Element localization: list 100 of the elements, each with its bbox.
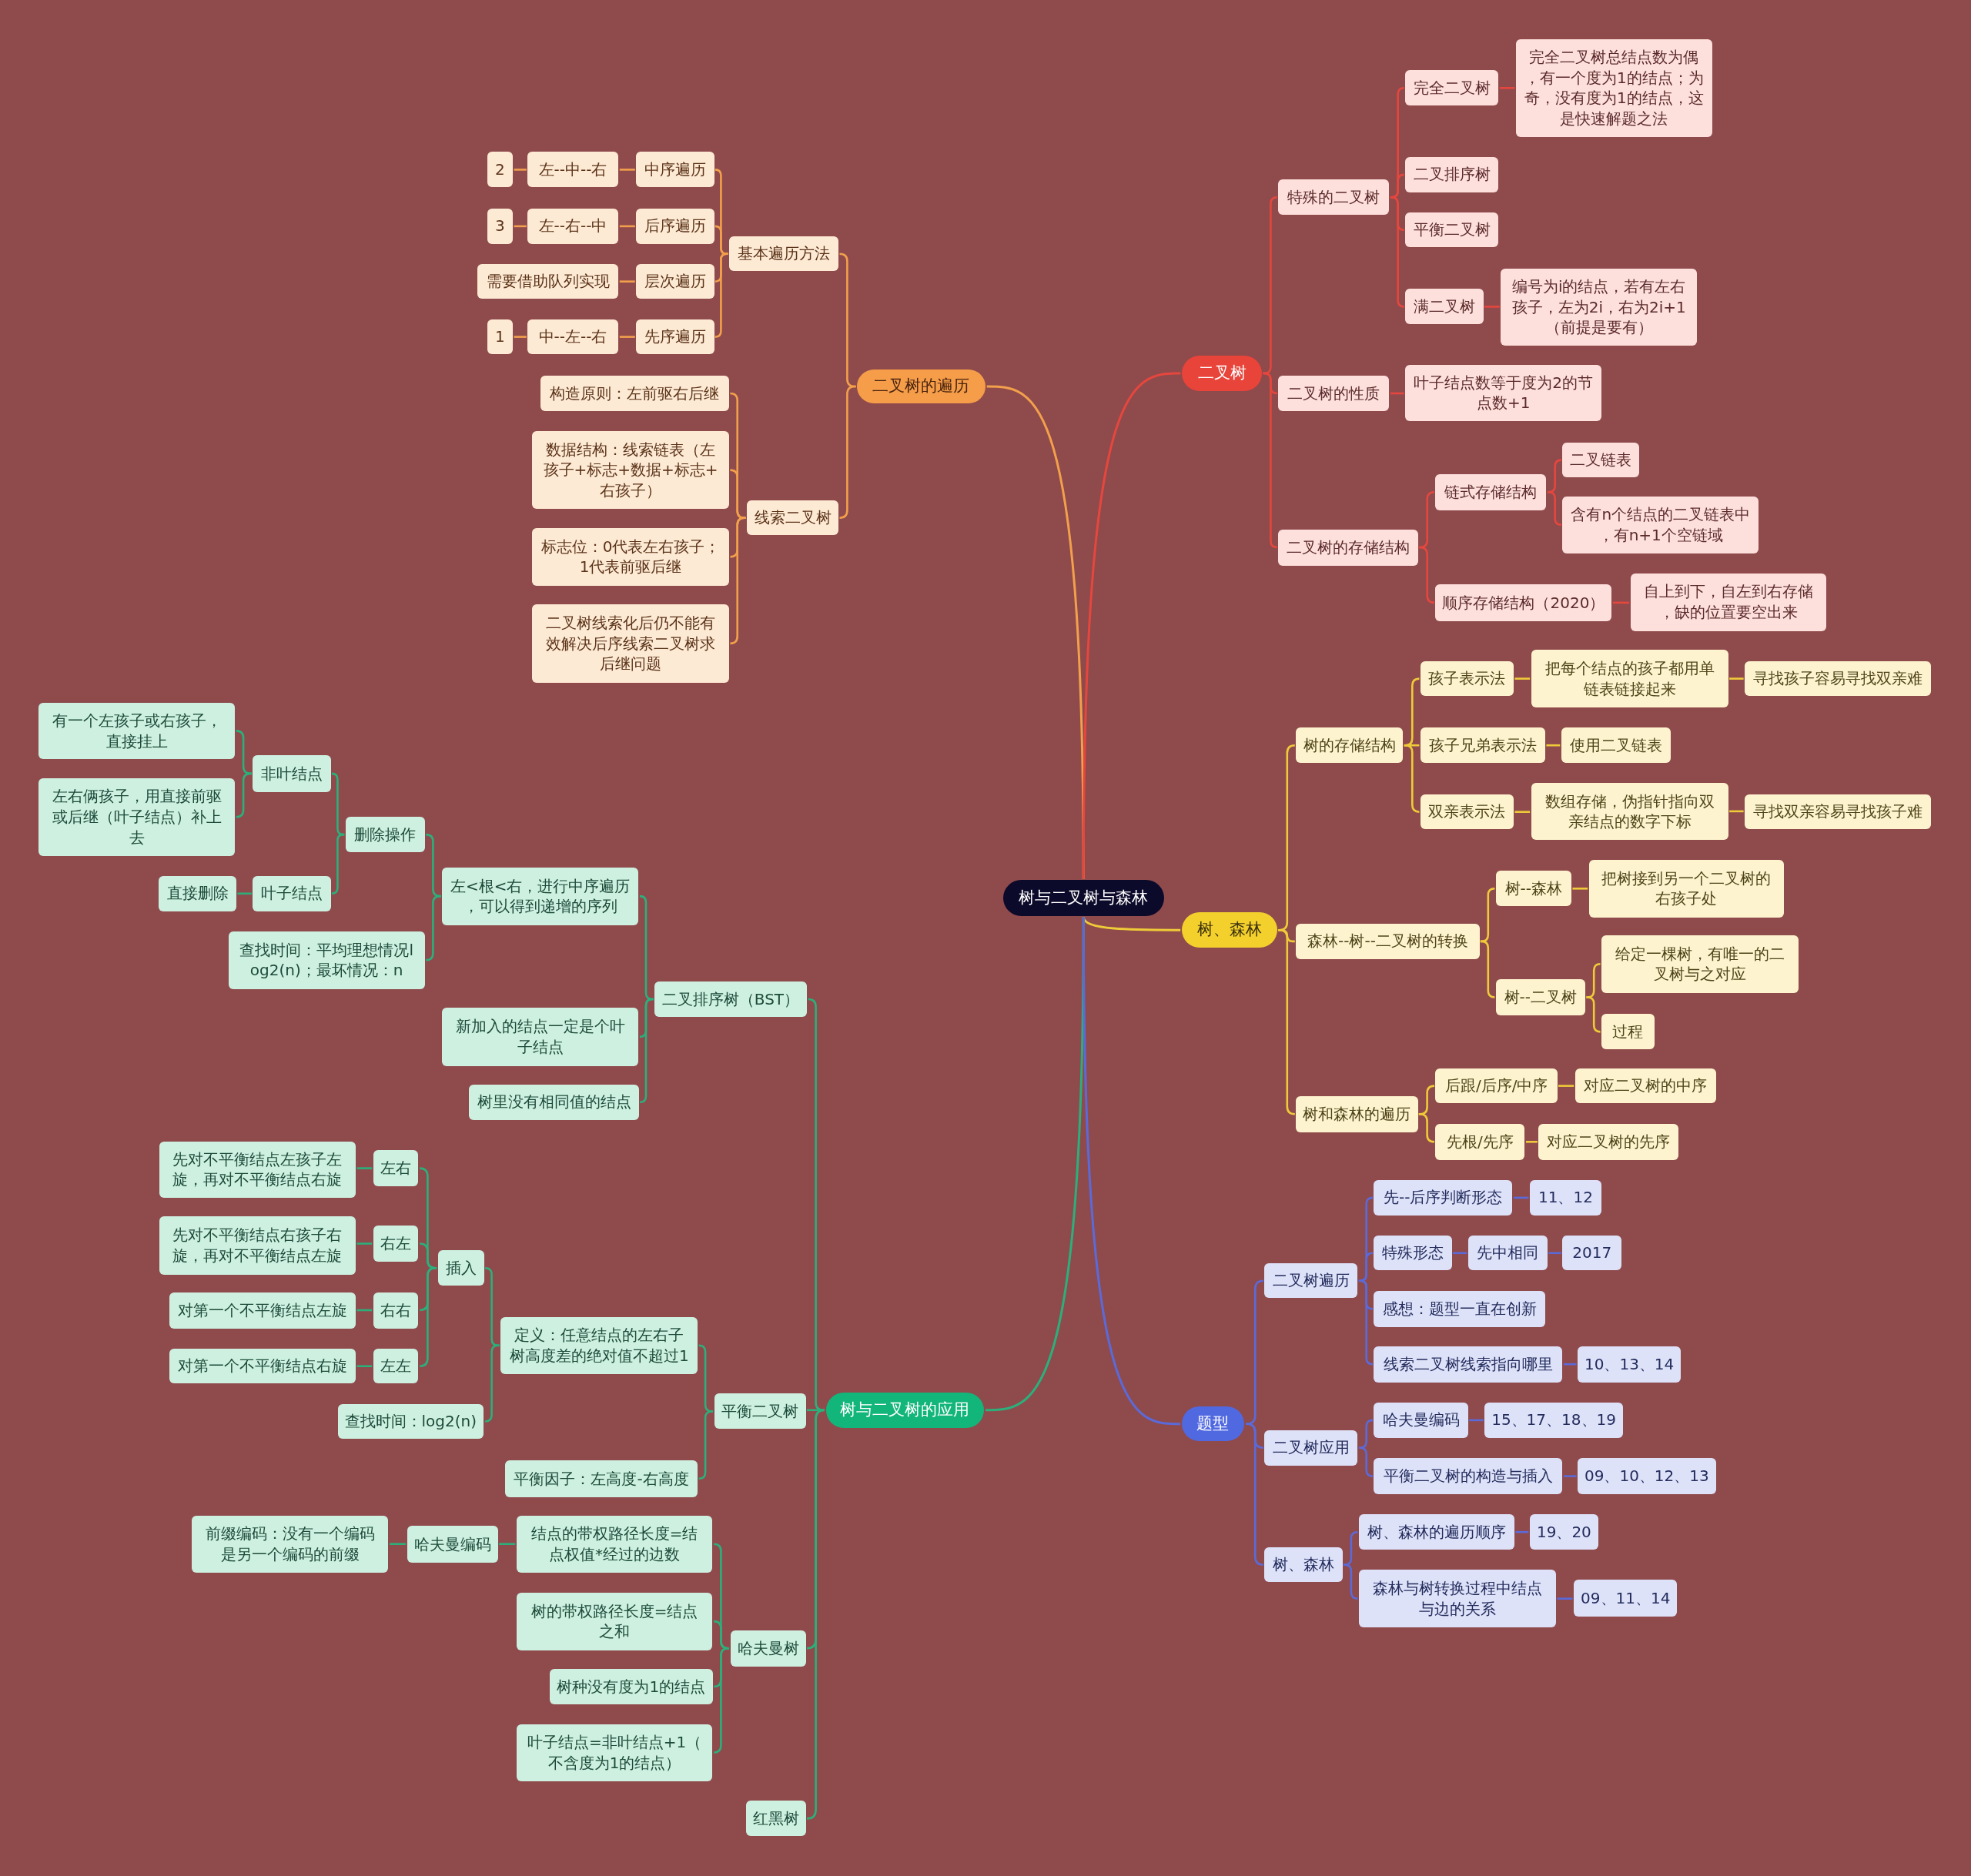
connector-line	[619, 336, 635, 338]
connector-line	[356, 1309, 373, 1312]
topic-box: 先--后序判断形态	[1374, 1179, 1513, 1216]
connector-line	[619, 169, 635, 171]
topic-box: 树和森林的遍历	[1296, 1095, 1418, 1133]
topic-box: 09、11、14	[1574, 1580, 1678, 1617]
connector-line	[356, 1365, 373, 1367]
connector-line	[714, 225, 728, 256]
topic-box: 层次遍历	[636, 263, 714, 299]
topic-box: 先对不平衡结点右孩子右旋，再对不平衡结点左旋	[159, 1216, 356, 1275]
topic-box: 树、森林的遍历顺序	[1358, 1514, 1515, 1550]
connector-line	[1729, 677, 1744, 680]
connector-line	[729, 517, 746, 645]
topic-box: 二叉排序树	[1405, 156, 1499, 192]
connector-line	[714, 252, 728, 338]
topic-box: 有一个左孩子或右孩子，直接挂上	[38, 702, 235, 760]
connector-line	[484, 1344, 500, 1423]
topic-box: 左左	[373, 1348, 419, 1384]
connector-line	[619, 280, 635, 283]
connector-line	[1404, 744, 1421, 813]
connector-line	[1558, 1085, 1574, 1087]
topic-box: 寻找孩子容易寻找双亲难	[1745, 660, 1931, 697]
connector-line	[1245, 1423, 1265, 1566]
topic-box: 基本遍历方法	[728, 236, 838, 272]
connector-line	[1480, 888, 1496, 943]
connector-line	[1729, 810, 1744, 813]
connector-line	[1557, 1597, 1573, 1600]
connector-line	[1546, 744, 1561, 747]
topic-box: 森林与树转换过程中结点与边的关系	[1358, 1570, 1557, 1628]
topic-box: 数据结构：线索链表（左孩子+标志+数据+标志+右孩子）	[531, 431, 730, 510]
topic-box: 使用二叉链表	[1561, 727, 1671, 763]
connector-line	[1526, 1141, 1538, 1143]
topic-box: 构造原则：左前驱右后继	[540, 376, 729, 411]
topic-box: 二叉树的存储结构	[1278, 529, 1418, 566]
topic-box: 把每个结点的孩子都用单链表链接起来	[1531, 650, 1728, 708]
topic-box: 3	[487, 208, 513, 244]
topic-box: 叶子结点	[253, 875, 331, 911]
topic-box: 特殊的二叉树	[1278, 179, 1390, 215]
topic-box: 后序遍历	[636, 208, 714, 244]
topic-box: 左右	[373, 1150, 419, 1187]
topic-box: 树的带权路径长度=结点之和	[516, 1592, 713, 1650]
connector-line	[712, 1647, 730, 1754]
connector-line	[638, 895, 654, 1001]
topic-box: 09、10、12、13	[1577, 1458, 1716, 1495]
topic-box: 对应二叉树的先序	[1538, 1123, 1678, 1161]
topic-box: 树的存储结构	[1296, 727, 1403, 763]
connector-line	[235, 772, 252, 818]
topic-box: 后跟/后序/中序	[1435, 1068, 1558, 1104]
connector-line	[1480, 940, 1496, 998]
topic-box: 先中相同	[1467, 1235, 1548, 1271]
topic-box: 查找时间：log2(n)	[337, 1403, 484, 1440]
connector-line	[698, 1410, 714, 1480]
topic-box: 直接删除	[158, 875, 237, 911]
topic-box: 红黑树	[745, 1801, 806, 1837]
topic-box: 左--右--中	[527, 208, 618, 244]
connector-line	[1514, 677, 1531, 680]
topic-box: 孩子表示法	[1420, 660, 1514, 697]
topic-box: 数组存储，伪指针指向双亲结点的数字下标	[1531, 783, 1728, 840]
topic-box: 插入	[437, 1250, 484, 1286]
connector-line	[418, 1267, 437, 1367]
topic-box: 对第一个不平衡结点右旋	[169, 1348, 356, 1384]
topic-box: 顺序存储结构（2020）	[1435, 584, 1612, 621]
connector-line	[1572, 888, 1588, 890]
topic-box: 平衡二叉树的构造与插入	[1374, 1458, 1563, 1495]
connector-line	[619, 225, 635, 228]
topic-box: 定义：任意结点的左右子树高度差的绝对值不超过1	[500, 1317, 698, 1374]
connector-line	[838, 252, 856, 388]
connector-line	[1469, 1419, 1484, 1422]
topic-box: 孩子兄弟表示法	[1420, 727, 1545, 763]
connector-line	[1564, 1475, 1577, 1477]
connector-line	[330, 833, 345, 895]
topic-box: 对第一个不平衡结点左旋	[169, 1292, 356, 1329]
connector-line	[499, 1543, 516, 1545]
connector-line	[1263, 196, 1279, 375]
connector-line	[1564, 1363, 1577, 1366]
topic-box: 先对不平衡结点左孩子左旋，再对不平衡结点右旋	[159, 1141, 356, 1199]
connector-line	[1515, 1530, 1529, 1533]
topic-box: 结点的带权路径长度=结点权值*经过的边数	[516, 1516, 713, 1573]
connector-line	[1514, 811, 1531, 813]
connector-line	[514, 336, 527, 338]
topic-box: 给定一棵树，有唯一的二叉树与之对应	[1601, 935, 1799, 993]
topic-box: 1	[487, 319, 513, 355]
connector-line	[484, 1267, 500, 1347]
connector-line	[356, 1242, 373, 1245]
connector-line	[1418, 1113, 1436, 1143]
topic-box: 寻找双亲容易寻找孩子难	[1745, 794, 1931, 830]
topic-box: 把树接到另一个二叉树的右孩子处	[1588, 859, 1784, 918]
connector-line	[1082, 372, 1181, 879]
connector-line	[1082, 917, 1181, 1426]
topic-box: 2017	[1562, 1235, 1622, 1271]
topic-box: 中序遍历	[636, 152, 714, 188]
topic-box: 感想：题型一直在创新	[1374, 1290, 1545, 1328]
topic-box: 自上到下，自左到右存储，缺的位置要空出来	[1630, 573, 1827, 631]
topic-box: 非叶结点	[253, 755, 331, 792]
connector-line	[1613, 601, 1630, 604]
connector-line	[1245, 1279, 1265, 1426]
topic-box: 编号为i的结点，若有左右孩子，左为2i，右为2i+1（前提是要有）	[1501, 269, 1698, 346]
connector-line	[235, 730, 252, 775]
topic-box: 完全二叉树	[1405, 70, 1499, 105]
topic-box: 右右	[373, 1292, 419, 1329]
